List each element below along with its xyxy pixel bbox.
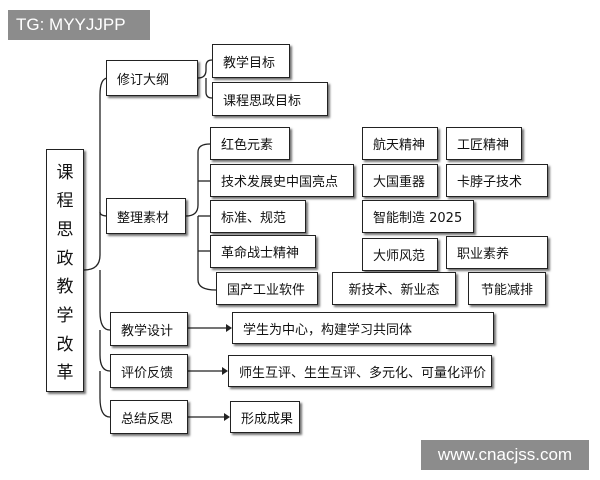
root-char: 改 <box>56 334 74 355</box>
watermark-tg: TG: MYYJJPP <box>8 10 150 40</box>
watermark-url: www.cnacjss.com <box>421 440 589 470</box>
root-char: 政 <box>56 248 74 269</box>
leaf-student-centered: 学生为中心，构建学习共同体 <box>232 312 494 344</box>
root-char: 思 <box>56 220 74 241</box>
leaf-craftsman-spirit: 工匠精神 <box>446 127 522 160</box>
leaf-domestic-software: 国产工业软件 <box>216 272 318 305</box>
branch-summary-reflection: 总结反思 <box>110 400 188 434</box>
leaf-revolutionary-spirit: 革命战士精神 <box>210 235 316 268</box>
leaf-chokepoint-tech: 卡脖子技术 <box>446 164 548 197</box>
leaf-master-style: 大师风范 <box>362 238 438 271</box>
leaf-energy-saving: 节能减排 <box>468 272 546 305</box>
root-char: 学 <box>56 305 74 326</box>
leaf-ideological-goal: 课程思政目标 <box>212 82 328 116</box>
leaf-aerospace-spirit: 航天精神 <box>362 127 438 160</box>
root-node: 课 程 思 政 教 学 改 革 <box>46 149 84 392</box>
leaf-standards: 标准、规范 <box>210 200 306 233</box>
leaf-evaluation-methods: 师生互评、生生互评、多元化、可量化评价 <box>228 355 492 387</box>
branch-teaching-design: 教学设计 <box>110 312 188 346</box>
root-char: 课 <box>56 162 74 183</box>
leaf-teaching-goal: 教学目标 <box>212 44 290 78</box>
leaf-form-results: 形成成果 <box>230 401 300 433</box>
root-char: 革 <box>56 363 74 384</box>
leaf-national-equipment: 大国重器 <box>362 164 438 197</box>
branch-evaluation-feedback: 评价反馈 <box>110 354 188 388</box>
leaf-professional-quality: 职业素养 <box>446 236 548 269</box>
leaf-new-tech: 新技术、新业态 <box>332 272 456 305</box>
branch-organize-materials: 整理素材 <box>106 198 186 234</box>
branch-revise-outline: 修订大纲 <box>106 60 198 96</box>
leaf-red-elements: 红色元素 <box>210 127 290 160</box>
leaf-tech-history: 技术发展史中国亮点 <box>210 164 354 197</box>
leaf-smart-manufacturing: 智能制造 2025 <box>362 200 474 233</box>
root-char: 教 <box>56 277 74 298</box>
root-char: 程 <box>56 191 74 212</box>
